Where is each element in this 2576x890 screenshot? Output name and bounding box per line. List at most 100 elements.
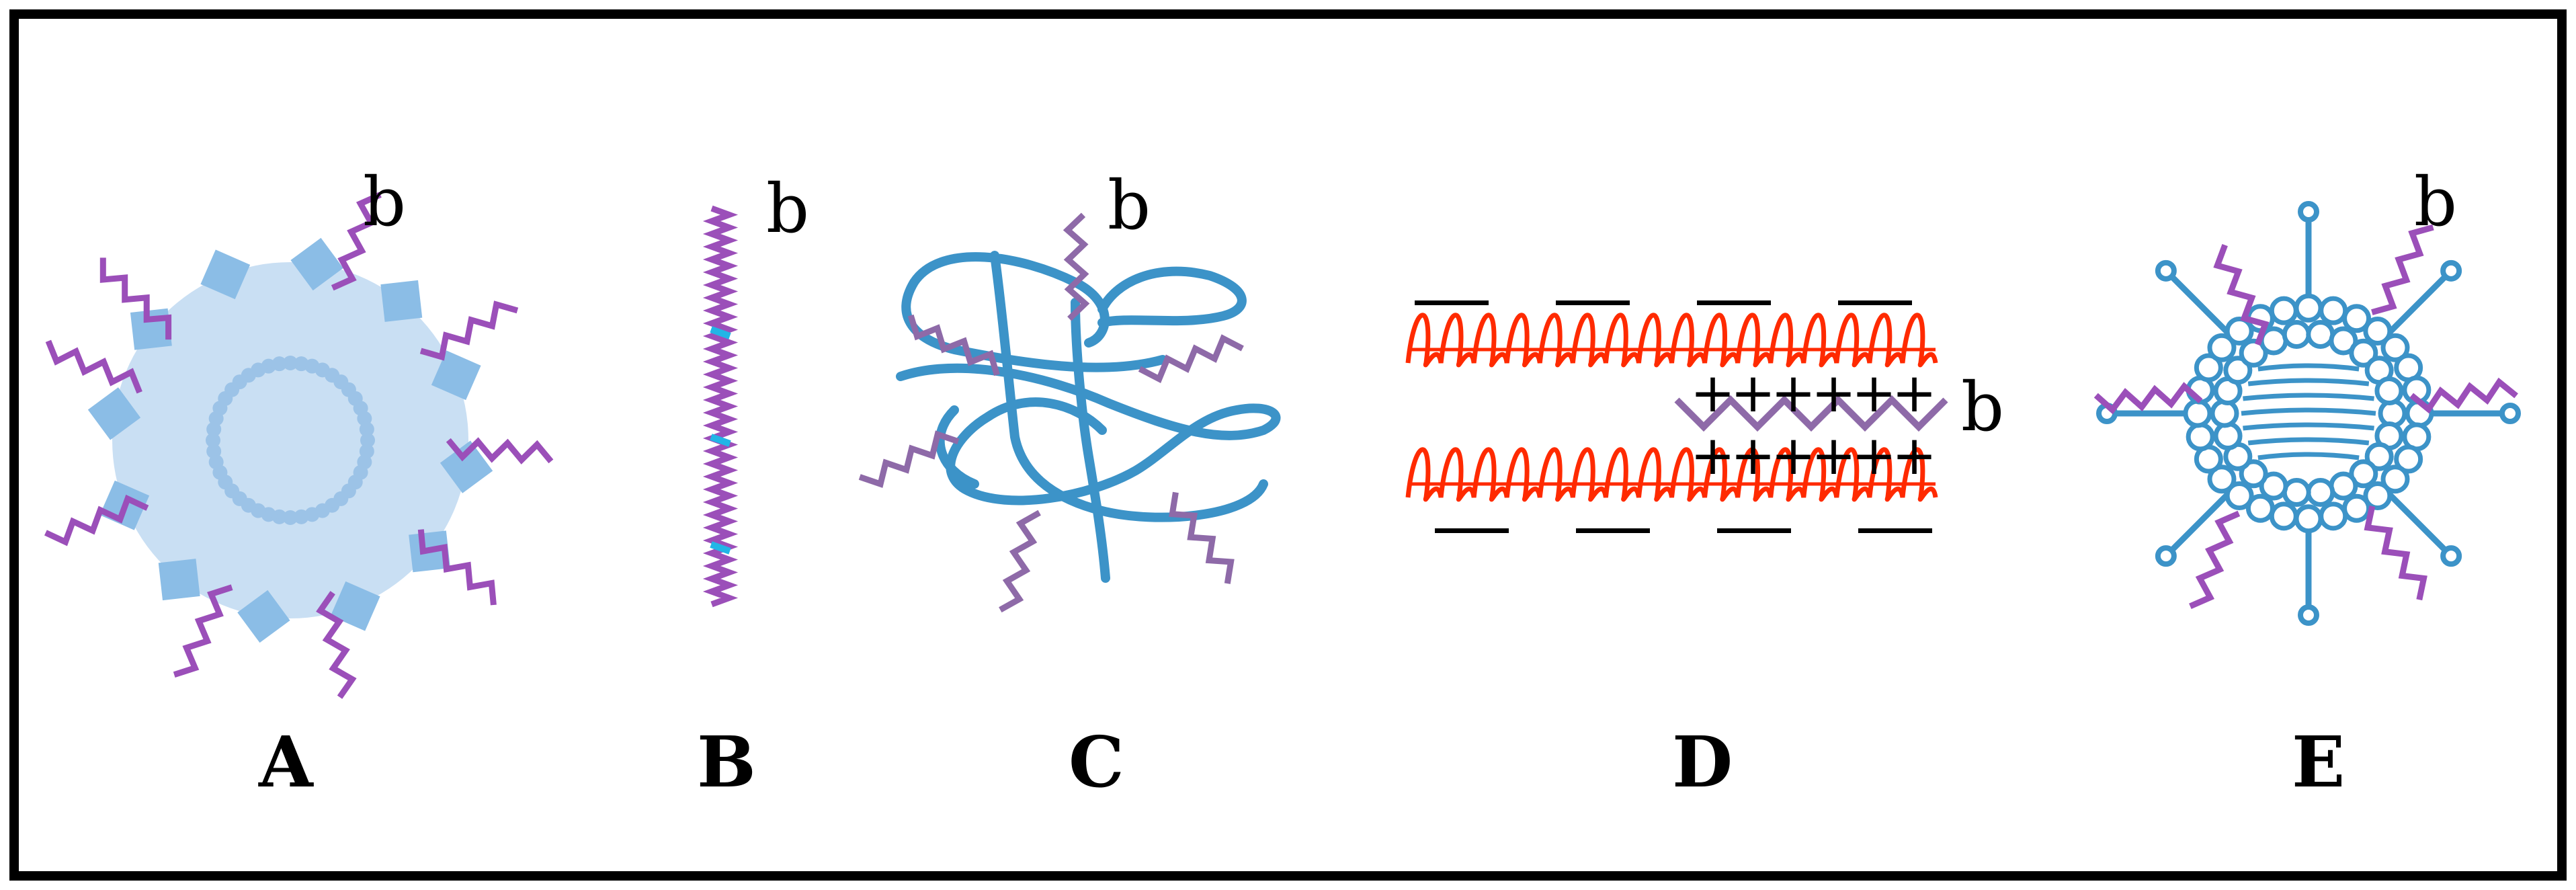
chain-accent xyxy=(710,434,731,447)
lipid-head xyxy=(2329,326,2358,356)
core-line xyxy=(2243,422,2374,431)
lipid-head xyxy=(2225,316,2254,346)
lipid-head xyxy=(2225,481,2254,511)
ligand xyxy=(316,591,357,699)
lipid-head xyxy=(2363,316,2393,346)
lipid-head xyxy=(2363,481,2393,511)
b-label-d: b xyxy=(1961,368,2004,446)
lipid-head xyxy=(2374,376,2404,406)
ligands xyxy=(44,192,554,699)
helix-bottom xyxy=(1405,447,1938,502)
panel-label-a: A xyxy=(258,721,314,803)
lipid-head xyxy=(2245,493,2275,523)
pos-charge-top: + xyxy=(1811,362,1856,424)
surface-block xyxy=(440,440,493,493)
surface-block xyxy=(380,280,423,322)
surface-block xyxy=(158,559,200,601)
pos-charge-bottom: + xyxy=(1690,424,1735,487)
b-label-c: b xyxy=(1108,166,1151,245)
pos-charge-top: + xyxy=(1771,362,1816,424)
pos-charge-bottom: + xyxy=(1811,424,1856,487)
spoke-end xyxy=(2440,259,2462,282)
spoke-end xyxy=(2155,545,2177,567)
spoke-end xyxy=(2440,545,2462,567)
linker xyxy=(1674,395,1948,432)
lipid-head xyxy=(2319,501,2348,531)
lipid-head xyxy=(2282,319,2311,349)
helix-top xyxy=(1405,313,1938,368)
neg-charge-top xyxy=(1838,300,1912,305)
ligand xyxy=(419,300,519,361)
surface-block xyxy=(290,237,343,291)
ligand xyxy=(1169,491,1235,584)
ligand xyxy=(1138,334,1244,383)
spoke-end xyxy=(2298,201,2319,222)
helix-coil xyxy=(1405,313,1938,368)
b-label-b: b xyxy=(766,169,809,248)
lipid-head xyxy=(2380,333,2410,362)
chain-accent xyxy=(710,541,731,555)
ligand xyxy=(417,529,497,606)
lipid-head xyxy=(2349,459,2378,489)
lipid-head xyxy=(2207,333,2237,362)
polymer-coil xyxy=(896,251,1281,583)
surface-block xyxy=(330,581,380,631)
neg-charge-bottom xyxy=(1858,528,1932,533)
spoke-end xyxy=(2298,604,2319,626)
surface-block xyxy=(237,590,290,643)
neg-charge-bottom xyxy=(1435,528,1509,533)
core-line xyxy=(2241,407,2376,416)
panel-label-e: E xyxy=(2292,721,2345,803)
neg-charge-top xyxy=(1697,300,1771,305)
lipid-head xyxy=(2306,319,2335,349)
ligand xyxy=(2213,244,2270,346)
ligands xyxy=(2093,224,2518,610)
lipid-head xyxy=(2269,501,2298,531)
ligand xyxy=(446,437,554,464)
pos-charge-top: + xyxy=(1852,362,1897,424)
lipid-head xyxy=(2239,459,2268,489)
surface-block xyxy=(87,387,141,440)
spoke-end xyxy=(2155,259,2177,282)
neg-charge-bottom xyxy=(1717,528,1791,533)
lipid-head xyxy=(2194,353,2223,382)
neg-charge-bottom xyxy=(1576,528,1650,533)
lipid-head xyxy=(2223,356,2253,385)
ligand xyxy=(45,339,142,394)
pos-charge-bottom: + xyxy=(1731,424,1776,487)
ligand xyxy=(858,430,960,488)
ligand xyxy=(331,192,382,291)
ligand xyxy=(2409,377,2518,414)
lipid-head xyxy=(2269,296,2298,325)
ligand xyxy=(907,314,1000,376)
pos-charge-top: + xyxy=(1690,362,1735,424)
charges: ++++++++++++ xyxy=(1415,300,1937,533)
lipid-head xyxy=(2294,293,2323,323)
lipid-head xyxy=(2183,399,2212,428)
core-line xyxy=(2257,452,2360,460)
ligand xyxy=(2371,224,2434,315)
core-line xyxy=(2243,393,2374,401)
lipid-head xyxy=(2306,478,2335,508)
chain-accent xyxy=(710,326,731,339)
core-line xyxy=(2247,437,2370,446)
lipid-head xyxy=(2342,493,2372,523)
ligand xyxy=(999,510,1041,613)
pos-charge-top: + xyxy=(1892,362,1937,424)
lipid-head xyxy=(2394,444,2423,474)
panel-a-nanoparticle: b A xyxy=(44,163,554,803)
zigzag-linker xyxy=(1674,395,1948,432)
lipid-head xyxy=(2380,464,2410,494)
panel-label-d: D xyxy=(1672,721,1733,803)
lipid-head xyxy=(2207,464,2237,494)
panel-c-polymer: b C xyxy=(858,166,1281,803)
ligands xyxy=(858,212,1244,613)
ligand xyxy=(2364,505,2427,601)
neg-charge-top xyxy=(1415,300,1489,305)
neg-charge-top xyxy=(1556,300,1630,305)
lipid-head xyxy=(2294,504,2323,534)
spoke-end xyxy=(2499,403,2521,424)
surface-block xyxy=(200,249,251,300)
surface-block xyxy=(431,350,481,401)
